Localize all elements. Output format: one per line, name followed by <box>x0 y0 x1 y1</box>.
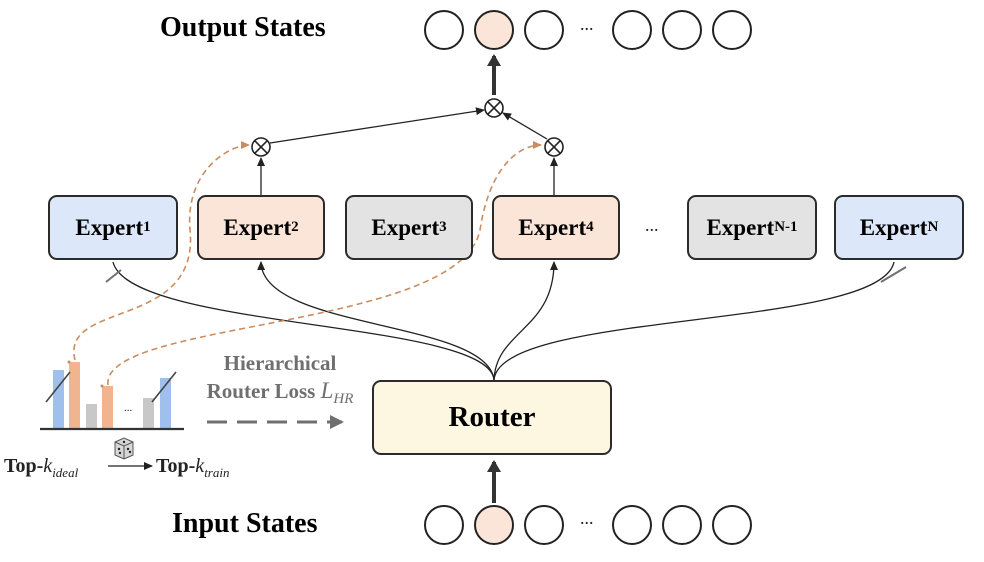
multiply-circle-icon <box>251 137 271 157</box>
input-state <box>424 505 464 545</box>
histogram-ellipsis: ... <box>124 402 133 414</box>
histogram-bar <box>143 398 154 428</box>
expert-3-label: Expert <box>371 214 440 240</box>
input-state <box>612 505 652 545</box>
output-state <box>524 10 564 50</box>
expert-2-label: Expert <box>223 214 292 240</box>
histogram-strike <box>151 371 177 403</box>
routing-curves <box>112 261 895 381</box>
topk-ideal: Top-kideal <box>4 455 79 480</box>
loss-line2: Router Loss LHR <box>206 378 354 408</box>
multiply-circle-icon <box>544 137 564 157</box>
expert-1-label: Expert <box>75 214 144 240</box>
histogram-bar <box>160 378 171 428</box>
histogram-strike <box>45 371 71 403</box>
input-state <box>712 505 752 545</box>
histogram <box>40 360 184 431</box>
combine-arrow-right <box>502 112 548 140</box>
loss-symbol: L <box>320 378 334 403</box>
input-state <box>662 505 702 545</box>
input-state <box>524 505 564 545</box>
output-state-highlighted <box>474 10 514 50</box>
loss-symbol-sub: HR <box>333 391 354 408</box>
expert-4-label: Expert <box>518 214 587 240</box>
expert-n-label: Expert <box>859 214 928 240</box>
expert-n-minus-1-label: Expert <box>706 214 775 240</box>
experts-ellipsis: ... <box>645 215 659 235</box>
histogram-bar <box>86 404 97 428</box>
output-states <box>424 10 752 50</box>
input-states-title: Input States <box>172 508 318 539</box>
combine-arrow-left <box>269 107 485 144</box>
loss-line1: Hierarchical <box>223 351 337 375</box>
histogram-bar <box>102 386 113 428</box>
expert1-cut-mark <box>105 269 122 283</box>
topk-train: Top-ktrain <box>156 455 230 480</box>
expertN-cut-mark <box>880 266 907 283</box>
orange-dashed-curve-right <box>107 141 542 386</box>
histogram-bar <box>69 362 80 428</box>
output-state <box>612 10 652 50</box>
dice-icon <box>114 437 134 460</box>
output-state <box>662 10 702 50</box>
input-states <box>424 505 752 545</box>
output-state <box>712 10 752 50</box>
router-box: Router <box>372 380 612 455</box>
hierarchical-router-loss: Hierarchical Router Loss LHR <box>185 350 375 413</box>
output-states-title: Output States <box>160 12 326 43</box>
output-ellipsis: ... <box>580 14 594 34</box>
multiply-circle-icon <box>484 98 504 118</box>
input-state-highlighted <box>474 505 514 545</box>
output-state <box>424 10 464 50</box>
input-ellipsis: ... <box>580 508 594 528</box>
histogram-bar <box>53 370 64 428</box>
orange-dashed-curve-left <box>73 141 250 361</box>
router-label: Router <box>448 401 536 433</box>
